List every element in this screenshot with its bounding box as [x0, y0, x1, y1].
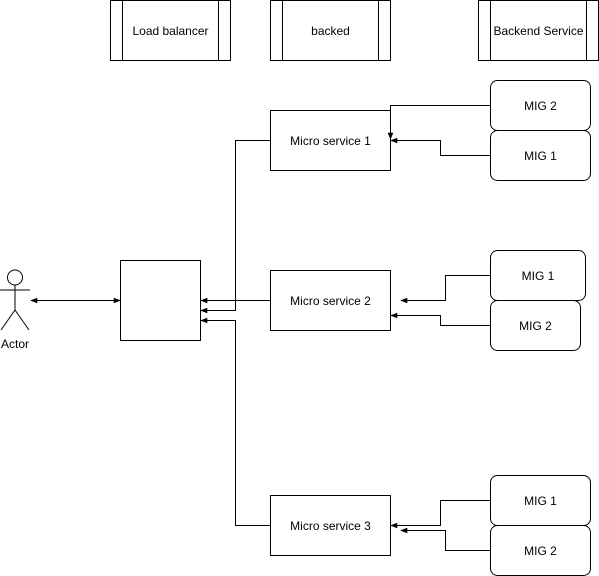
micro-service-2-label: Micro service 2	[290, 294, 371, 308]
mig-ms1-bottom-connector	[390, 137, 491, 156]
legend-load-balancer-label: Load balancer	[132, 24, 208, 38]
mig-label: MIG 2	[524, 544, 557, 558]
actor-label: Actor	[1, 337, 29, 351]
mig-box-ms2-bottom[interactable]: MIG 2	[490, 300, 581, 351]
mig-ms1-top-connector	[387, 105, 491, 140]
mig-ms3-bottom-connector	[400, 527, 491, 551]
ms3-lb-connector	[200, 317, 271, 526]
mig-label: MIG 1	[524, 494, 557, 508]
legend-load-balancer[interactable]: Load balancer	[110, 0, 231, 61]
micro-service-1[interactable]: Micro service 1	[270, 110, 391, 171]
ms1-lb-connector	[200, 140, 271, 314]
legend-backend-service[interactable]: Backend Service	[478, 0, 599, 61]
micro-service-2[interactable]: Micro service 2	[270, 270, 391, 331]
mig-ms3-top-connector	[390, 500, 491, 529]
micro-service-3[interactable]: Micro service 3	[270, 495, 391, 556]
mig-box-ms3-bottom[interactable]: MIG 2	[490, 525, 591, 576]
mig-label: MIG 1	[524, 149, 557, 163]
mig-box-ms1-top[interactable]: MIG 2	[490, 80, 591, 131]
mig-ms2-bottom-connector	[390, 312, 491, 326]
mig-box-ms3-top[interactable]: MIG 1	[490, 475, 591, 526]
mig-box-ms2-top[interactable]: MIG 1	[490, 250, 586, 301]
mig-box-ms1-bottom[interactable]: MIG 1	[490, 130, 591, 181]
legend-backend-label: backed	[311, 24, 350, 38]
load-balancer-box[interactable]	[120, 260, 201, 341]
mig-label: MIG 2	[524, 99, 557, 113]
mig-ms2-top-connector	[400, 275, 491, 304]
mig-label: MIG 2	[519, 319, 552, 333]
mig-label: MIG 1	[522, 269, 555, 283]
legend-backend[interactable]: backed	[270, 0, 391, 61]
legend-backend-service-label: Backend Service	[493, 24, 583, 38]
actor-icon[interactable]	[0, 269, 30, 331]
micro-service-3-label: Micro service 3	[290, 519, 371, 533]
micro-service-1-label: Micro service 1	[290, 134, 371, 148]
